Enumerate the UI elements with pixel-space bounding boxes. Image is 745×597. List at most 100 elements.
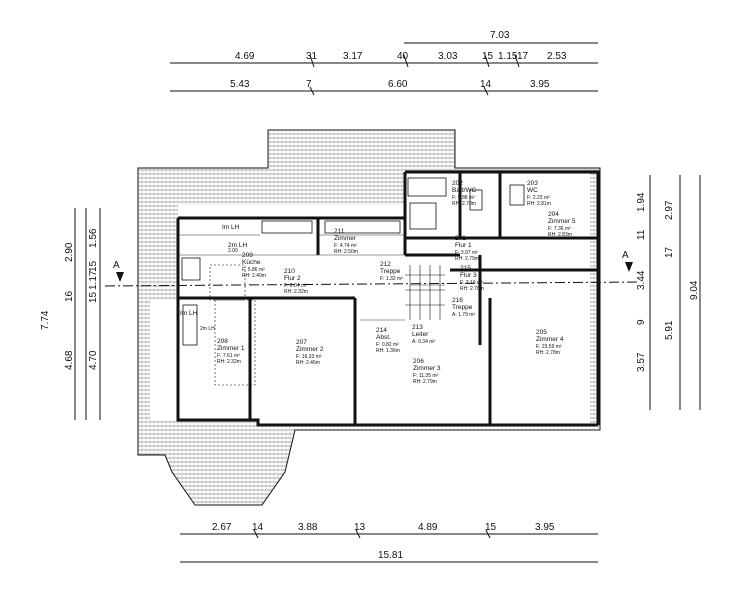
- room-id: 204: [548, 211, 559, 218]
- room-name: Zimmer 5: [548, 218, 576, 225]
- room-id: 201: [455, 235, 466, 242]
- room-name: Zimmer 4: [536, 336, 564, 343]
- room-name: Zimmer: [334, 235, 357, 242]
- dim-top-2: 15: [482, 51, 494, 62]
- dim-bottom-1: 2.67: [212, 522, 232, 533]
- dim-left-3: 15: [88, 291, 99, 303]
- dim-bottom-1: 4.89: [418, 522, 438, 533]
- bottom-dimension-chain: 2.67 14 3.88 13 4.89 15 3.95 15.81: [180, 522, 598, 563]
- room-name: Treppe: [452, 304, 473, 311]
- label-im-lh-left: Im LH: [180, 310, 198, 317]
- room-name: Zimmer 3: [413, 365, 441, 372]
- room-id: 213: [412, 324, 423, 331]
- room-perimeter: RH: 2.78m: [460, 286, 484, 292]
- section-marker-left: A: [113, 260, 120, 271]
- top-dimension-chain: 7.03 4.69 31 3.17 40 3.03 15 1.15 17 2.5…: [170, 30, 598, 96]
- dim-left-2: 4.68: [64, 350, 75, 370]
- room-id: 210: [284, 268, 295, 275]
- room-area: F: 23.59 m²: [536, 344, 562, 350]
- room-name: Abst.: [376, 334, 391, 341]
- dim-bottom-1: 13: [354, 522, 366, 533]
- dim-right-2: 2.97: [664, 200, 675, 220]
- dim-top-2: 31: [306, 51, 318, 62]
- dim-bottom-1: 3.88: [298, 522, 318, 533]
- section-line: A A: [104, 250, 641, 287]
- room-name: Leiter: [412, 331, 429, 338]
- dim-left-3: 15: [88, 260, 99, 272]
- dim-left-3: 1.17: [88, 270, 99, 290]
- room-name: Zimmer 2: [296, 346, 324, 353]
- room-name: Zimmer 1: [217, 345, 245, 352]
- left-dimension-chain: 7.74 2.90 16 4.68 1.56 15 1.17 15 4.70: [40, 208, 101, 420]
- room-perimeter: RH: 2.81m: [527, 201, 551, 207]
- dim-top-2: 1.15: [498, 51, 518, 62]
- dim-top-2: 4.69: [235, 51, 255, 62]
- room-perimeter: RH: 2.40m: [242, 273, 266, 279]
- room-perimeter: RH: 2.79m: [455, 256, 479, 262]
- room-id: 212: [380, 261, 391, 268]
- room-perimeter: RH: 2.70m: [452, 201, 476, 207]
- room-id: 208: [217, 338, 228, 345]
- dim-top-2: 3.17: [343, 51, 363, 62]
- room-perimeter: RH: 2.32m: [284, 289, 308, 295]
- dim-bottom-1: 15: [485, 522, 497, 533]
- dim-right-1: 3.57: [636, 352, 647, 372]
- room-id: 209: [242, 252, 253, 259]
- dim-bottom-1: 3.95: [535, 522, 555, 533]
- dim-right-2: 17: [664, 246, 675, 258]
- fixtures: [181, 177, 525, 386]
- room-id: 211: [334, 228, 345, 235]
- kitchen-note: 2.00: [228, 248, 238, 254]
- roof-outline: [137, 129, 601, 506]
- room-perimeter: RH: 2.46m: [296, 360, 320, 366]
- section-arrow-icon: [625, 262, 633, 272]
- room-name: WC: [527, 187, 538, 194]
- room-name: Küche: [242, 259, 261, 266]
- dim-top-3: 5.43: [230, 79, 250, 90]
- room-area: F: 2.23 m²: [527, 195, 550, 201]
- dim-left-3: 4.70: [88, 350, 99, 370]
- room-id: 215: [460, 265, 471, 272]
- dim-right-1: 1.94: [636, 192, 647, 212]
- dim-top-2: 2.53: [547, 51, 567, 62]
- room-perimeter: RH: 2.32m: [217, 359, 241, 365]
- room-perimeter: RH: 2.50m: [334, 249, 358, 255]
- dim-top-2: 17: [517, 51, 529, 62]
- right-dimension-chain: 1.94 11 3.44 9 3.57 2.97 17 5.91 9.04: [636, 175, 701, 410]
- dim-left-2: 16: [64, 290, 75, 302]
- room-area: F: 16.33 m²: [296, 354, 322, 360]
- room-id: 216: [452, 297, 463, 304]
- room-area: F: 0.82 m²: [376, 342, 399, 348]
- dim-right-3: 9.04: [689, 280, 700, 300]
- dim-left-2: 2.90: [64, 242, 75, 262]
- room-name: Treppe: [380, 268, 401, 275]
- room-id: 205: [536, 329, 547, 336]
- room-area: F: 5.88 m²: [452, 195, 475, 201]
- room-name: Flur 2: [284, 275, 301, 282]
- dim-bottom-1: 14: [252, 522, 264, 533]
- room-perimeter: RH: 2.78m: [536, 350, 560, 356]
- room-id: 207: [296, 339, 307, 346]
- room-name: Bad/WC: [452, 187, 477, 194]
- room-area: A: 1.79 m²: [452, 312, 475, 318]
- dim-top-3: 6.60: [388, 79, 408, 90]
- room-name: Flur 3: [460, 272, 477, 279]
- label-2m-lh: 2m LH: [228, 242, 247, 249]
